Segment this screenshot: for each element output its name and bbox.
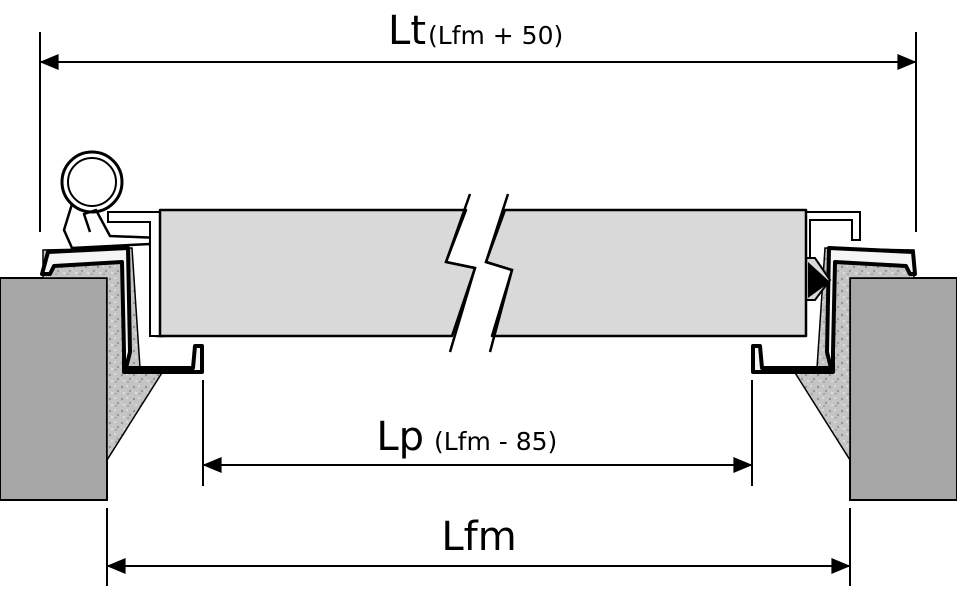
latch-wedge [808, 262, 830, 298]
right-mortar [790, 247, 915, 463]
lid-panel-right [484, 208, 808, 338]
lfm-label: Lfm [441, 514, 516, 560]
left-mortar [42, 247, 167, 463]
lid-panel-left [158, 208, 477, 338]
right-frame-profile [751, 246, 917, 374]
lp-label: Lp [376, 414, 424, 460]
left-frame-profile [40, 246, 204, 374]
lt-label: Lt [388, 8, 426, 54]
right-wall [849, 277, 957, 501]
lt-formula: (Lfm + 50) [428, 21, 563, 50]
break-line-left [444, 193, 477, 353]
hinge-ring-inner [67, 157, 117, 207]
break-line-right [484, 193, 514, 353]
left-wall [0, 277, 108, 501]
lp-formula: (Lfm - 85) [434, 427, 557, 456]
